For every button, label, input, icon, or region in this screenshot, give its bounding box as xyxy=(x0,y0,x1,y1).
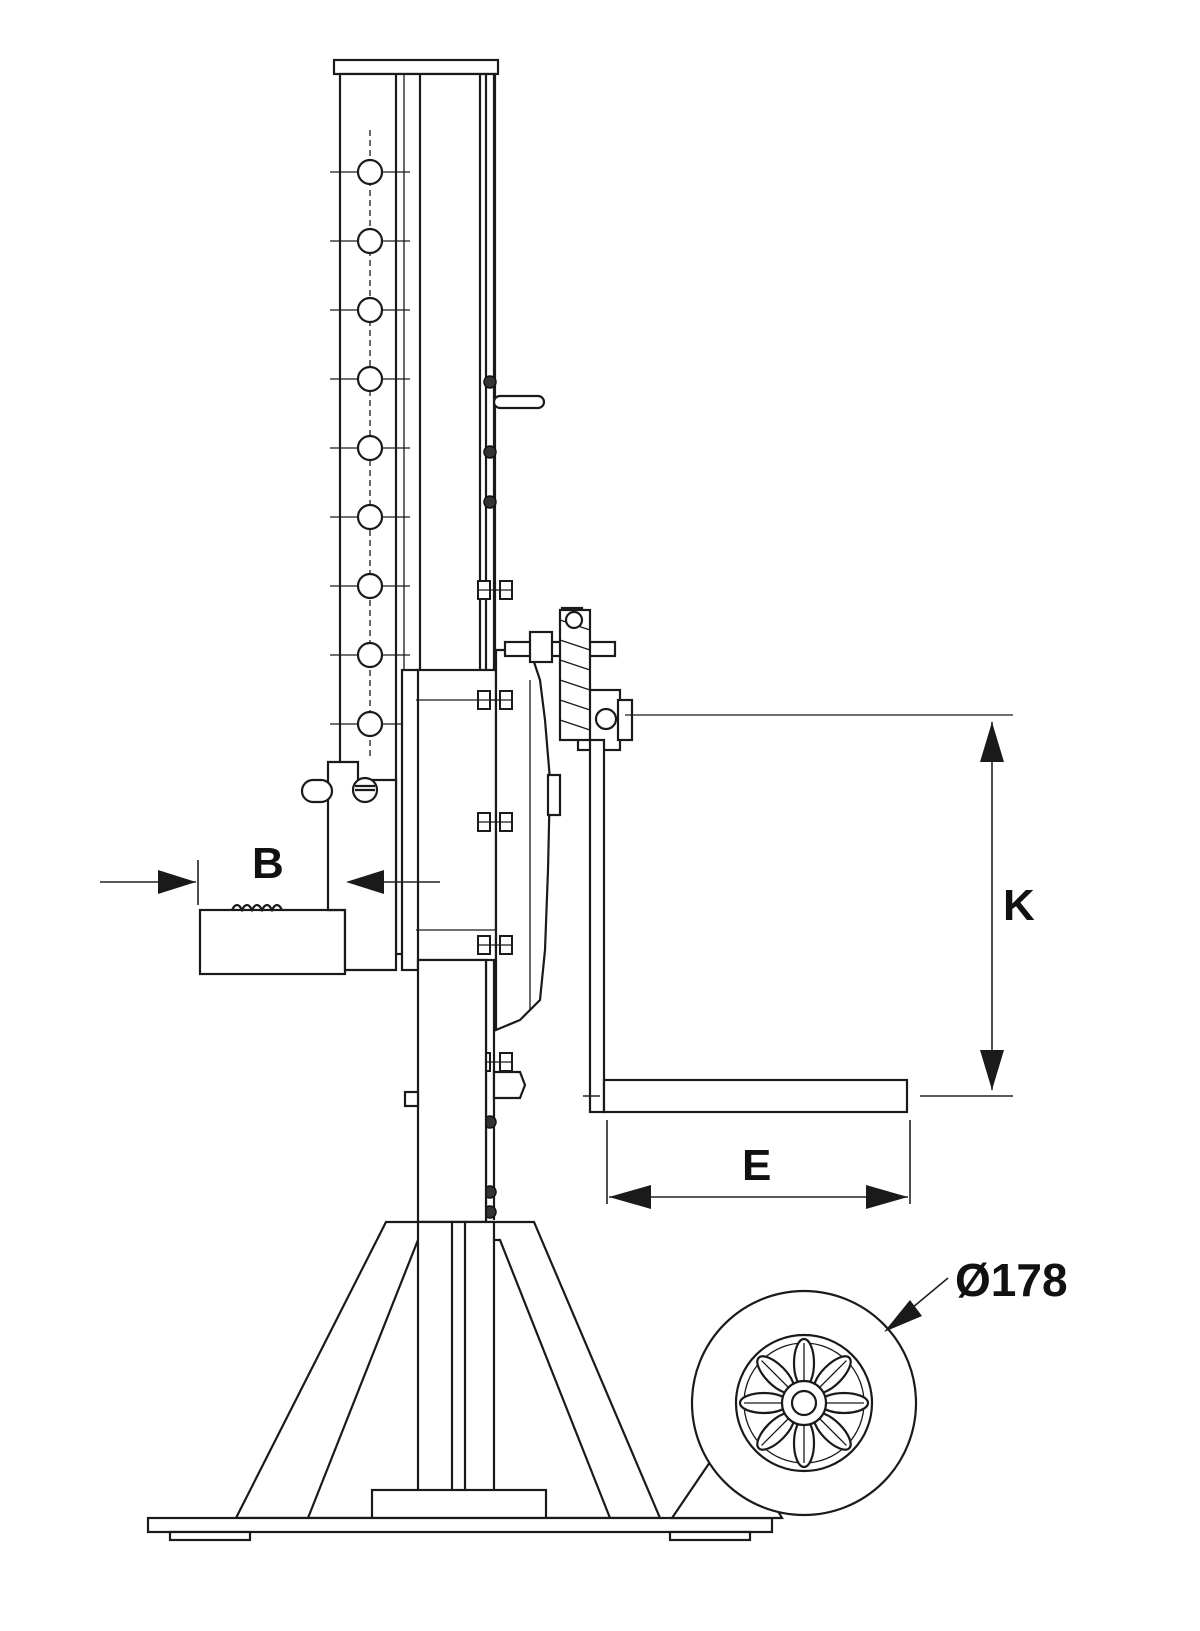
carriage-bolts xyxy=(477,580,513,1072)
dimension-k: K xyxy=(583,722,1035,1097)
base-plate xyxy=(146,1516,774,1542)
top-pin xyxy=(492,394,546,410)
transport-wheel xyxy=(669,1289,918,1520)
mast-peg-holes xyxy=(330,130,410,760)
dimension-wheel-diameter: Ø178 xyxy=(884,1254,1068,1332)
tripod-base xyxy=(234,1220,662,1520)
carriage xyxy=(400,668,498,972)
lifting-saddle xyxy=(198,760,398,976)
wheel-diameter-label: Ø178 xyxy=(955,1254,1068,1306)
dimension-k-label: K xyxy=(1003,881,1035,930)
dimension-e: E xyxy=(606,1120,911,1209)
dimension-b-label: B xyxy=(252,839,284,888)
drive-gear xyxy=(558,608,592,742)
dimension-e-label: E xyxy=(742,1141,771,1190)
dimension-b: B xyxy=(100,839,440,905)
